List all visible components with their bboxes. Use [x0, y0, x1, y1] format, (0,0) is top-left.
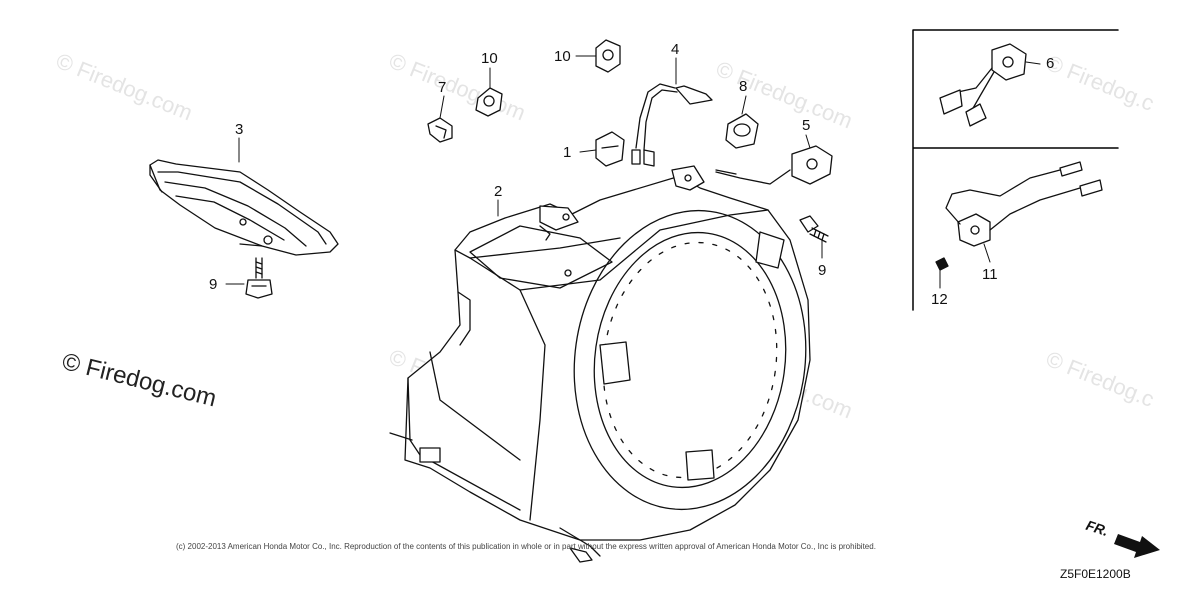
leader-lines — [225, 55, 1041, 289]
grommet-part — [725, 113, 759, 149]
callout-9: 9 — [209, 276, 218, 293]
callout-8: 8 — [739, 78, 748, 95]
callout-2: 2 — [494, 183, 503, 200]
copyright-notice: (c) 2002-2013 American Honda Motor Co., … — [176, 542, 876, 551]
callout-7: 7 — [438, 79, 447, 96]
callout-9: 9 — [818, 262, 827, 279]
callout-10: 10 — [481, 50, 498, 67]
inset-box-border — [912, 29, 1119, 311]
screw-part — [935, 257, 949, 271]
clamp-part — [595, 39, 621, 73]
shroud-plate-part — [149, 159, 339, 256]
callout-10: 10 — [554, 48, 571, 65]
sensor-part — [715, 145, 833, 185]
fan-cover-part — [389, 165, 811, 563]
clamp-part — [475, 87, 503, 117]
wire-harness-part — [631, 83, 713, 167]
sensor-part — [945, 161, 1103, 247]
callout-3: 3 — [235, 121, 244, 138]
sensor-part — [939, 43, 1027, 127]
callout-5: 5 — [802, 117, 811, 134]
callout-12: 12 — [931, 291, 948, 308]
front-direction-arrow — [1114, 534, 1160, 558]
bolt-part — [245, 257, 273, 299]
callout-4: 4 — [671, 41, 680, 58]
callout-1: 1 — [563, 144, 572, 161]
clamp-part — [427, 117, 453, 143]
clamp-part — [595, 131, 625, 167]
bolt-part — [799, 215, 829, 243]
callout-6: 6 — [1046, 55, 1055, 72]
diagram-code: Z5F0E1200B — [1060, 567, 1131, 581]
callout-11: 11 — [982, 266, 998, 283]
